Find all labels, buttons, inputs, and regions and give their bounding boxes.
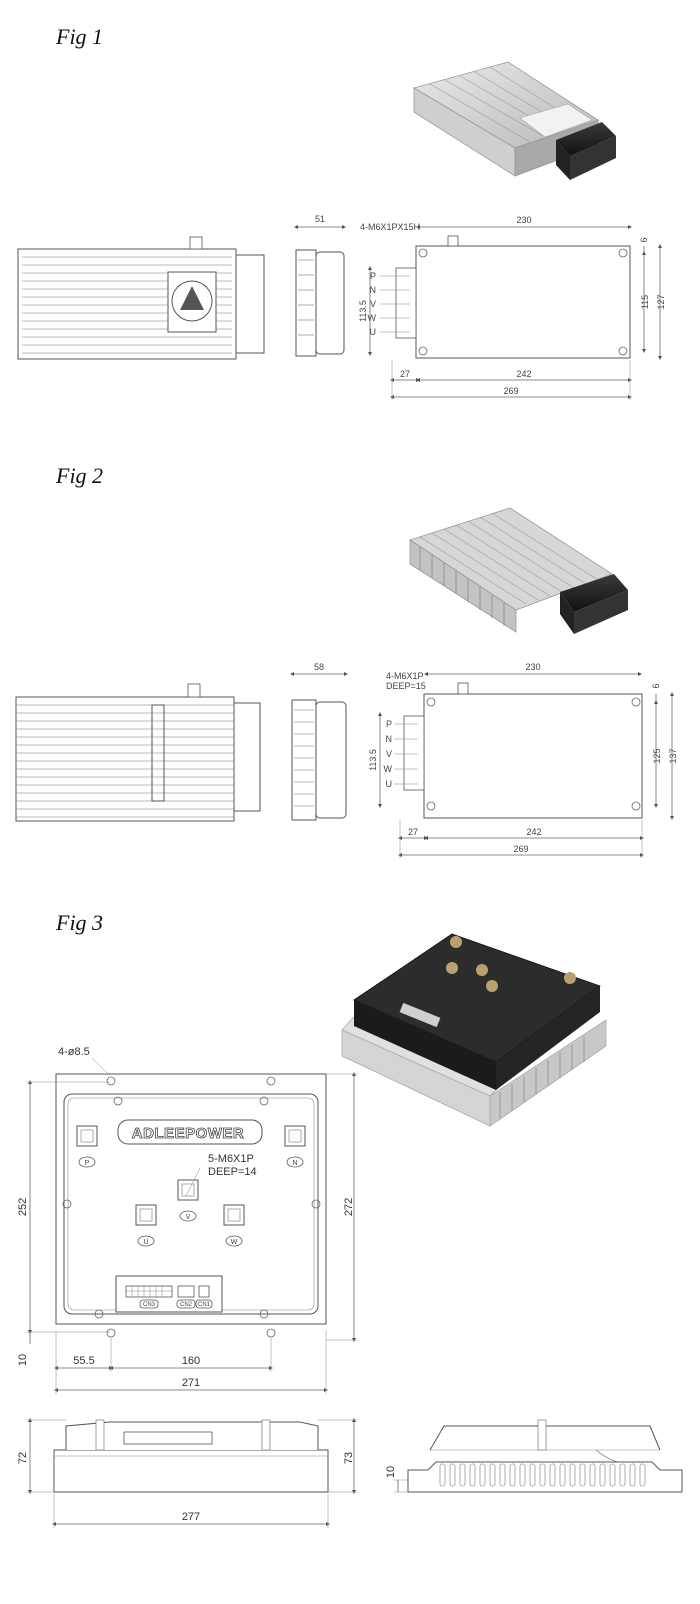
fig2-side-view: 58 [290,662,348,821]
fig2-inner-height-label: 125 [652,748,662,763]
fig1-terminal-u: U [370,327,377,337]
fig1-bottom-offset-label: 27 [400,369,410,379]
fig3-terminal-n: N [284,1125,306,1168]
fig1-product-photo [412,61,616,180]
fig1-outer-height-label: 127 [656,294,666,309]
fig2-hole-note: 4-M6X1P [386,671,424,681]
fig1-hole-note: 4-M6X1PX15H [360,222,420,232]
fig3-front-view: 72 73 277 [17,1418,358,1528]
fig2-title: Fig 2 [56,463,104,488]
fig3-tap-note: 5-M6X1P [208,1153,254,1165]
fig3-total-width-label: 271 [182,1377,200,1389]
svg-text:P: P [85,1160,90,1167]
fig1-edge-offset-label: 6 [639,237,649,242]
fig3-connector-cn1: CN1 [198,1302,211,1308]
fig2-left-height-label: 113.5 [368,749,378,771]
fig3-side-base-label: 10 [385,1466,397,1478]
fig1-side-width-label: 51 [315,214,325,224]
fig1-terminal-n: N [370,285,377,295]
fig3-top-view: 4-ø8.5 ADLEEPOWER P N [17,1046,358,1394]
fig3-tap-note-depth: DEEP=14 [208,1166,257,1178]
fig2-terminal-v: V [386,749,392,759]
svg-text:W: W [231,1239,238,1246]
fig2-terminal-w: W [384,764,393,774]
fig1-total-length-label: 269 [503,386,518,396]
fig3-front-width-label: 277 [182,1511,200,1523]
fig2-edge-offset-label: 6 [651,683,661,688]
fig1-side-view: 51 [294,214,346,357]
fig3-right-height-label: 272 [343,1198,355,1216]
fig1-bottom-span-label: 242 [516,369,531,379]
fig2-bottom-span-label: 242 [526,827,541,837]
fig3-connector-block: CN3 CN2 CN1 [115,1275,223,1313]
fig2-top-length-label: 230 [525,662,540,672]
fig2-terminal-p: P [386,719,392,729]
fig1-top-length-label: 230 [516,215,531,225]
fig3-connector-cn2: CN2 [180,1302,193,1308]
fig3-edge-offset-label: 10 [17,1354,29,1366]
fig2-top-view: 4-M6X1P DEEP=15 230 P N V W U 113.5 6 12… [368,662,678,858]
fig3-side-view: 10 [385,1419,683,1493]
fig3-offset-x-label: 55.5 [73,1355,94,1367]
fig1-terminal-v: V [370,299,376,309]
fig3-product-photo [341,933,607,1127]
fig2-front-view [15,683,261,822]
fig2-terminal-n: N [386,734,393,744]
svg-text:N: N [292,1160,297,1167]
fig2-hole-note-depth: DEEP=15 [386,681,426,691]
fig3-terminal-p: P [76,1125,98,1168]
fig3-hole-note: 4-ø8.5 [58,1046,90,1058]
fig2-outer-height-label: 137 [668,748,678,763]
fig3-left-height-label: 252 [17,1198,29,1216]
fig3-title: Fig 3 [56,910,104,935]
fig1-terminal-w: W [368,313,377,323]
fig2-side-width-label: 58 [314,662,324,672]
fig2-total-length-label: 269 [513,844,528,854]
fig1-top-view: 4-M6X1PX15H 230 P N V W U 113.5 6 115 12… [358,215,666,400]
fig1-front-view [17,236,265,360]
fig2-terminal-u: U [386,779,393,789]
fig3-front-height-left-label: 72 [17,1452,29,1464]
fig3-terminal-u: U [135,1204,157,1247]
fig3-hole-span-label: 160 [182,1355,200,1367]
fig3-brand-logo: ADLEEPOWER [132,1125,245,1142]
fig1-left-height-label: 113.5 [358,300,368,322]
fig3-terminal-w: W [223,1204,245,1247]
fig2-product-photo [409,507,628,634]
fig3-front-height-right-label: 73 [343,1452,355,1464]
fig3-terminal-v: V [177,1167,201,1222]
fig3-connector-cn3: CN3 [143,1302,156,1308]
fig1-inner-height-label: 115 [640,295,650,309]
svg-text:V: V [186,1214,191,1221]
fig2-bottom-offset-label: 27 [408,827,418,837]
fig1-terminal-p: P [370,271,376,281]
fig1-title: Fig 1 [56,24,104,49]
svg-text:U: U [143,1239,148,1246]
